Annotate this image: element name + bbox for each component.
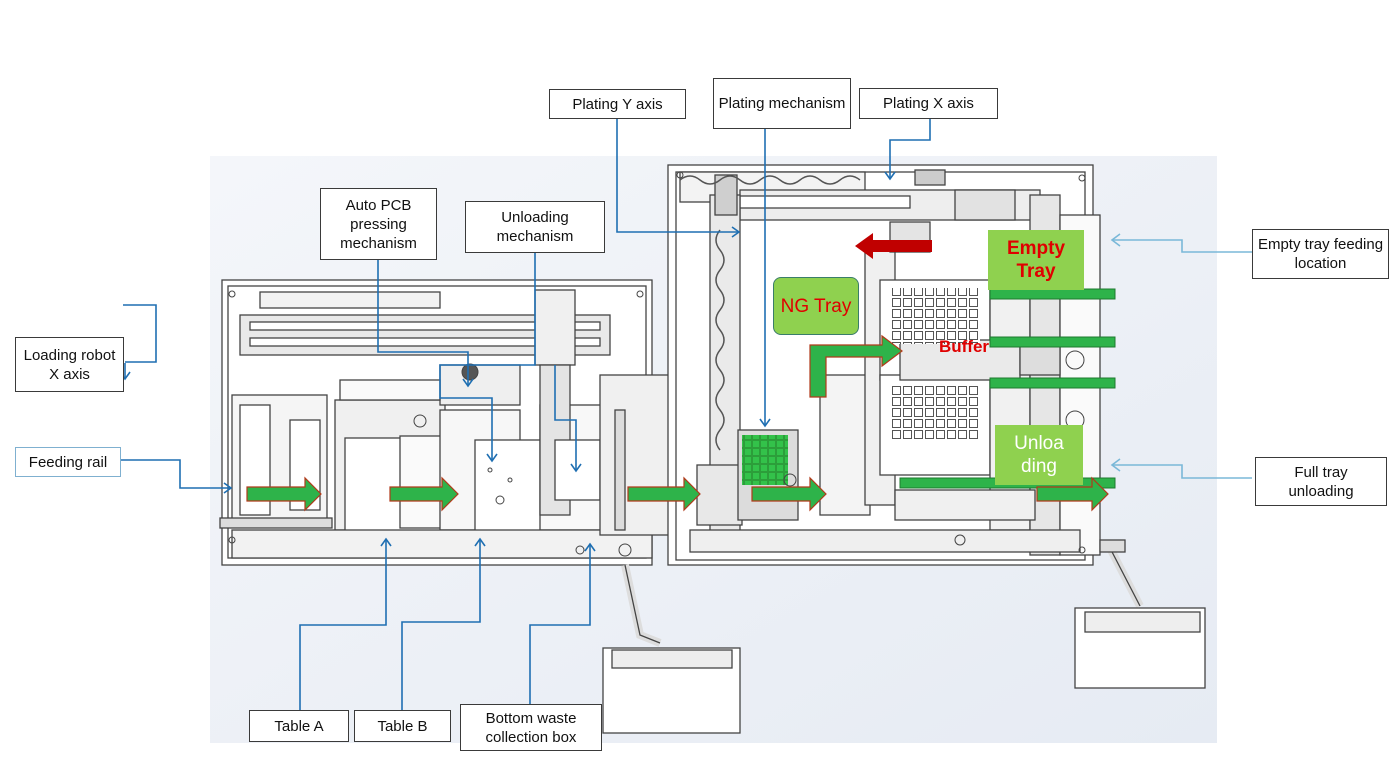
label-auto-pcb-pressing: Auto PCB pressing mechanism bbox=[320, 188, 437, 260]
right-machine-bolts bbox=[676, 171, 1086, 554]
flow-arrow bbox=[1036, 476, 1109, 512]
flow-arrow bbox=[246, 476, 322, 512]
upper-tray-grid bbox=[892, 288, 980, 344]
waste-box-right bbox=[1074, 539, 1206, 689]
tag-buffer: Buffer bbox=[938, 336, 990, 356]
flow-arrow bbox=[627, 476, 701, 512]
label-table-a: Table A bbox=[249, 710, 349, 742]
callout-lines bbox=[120, 118, 931, 718]
label-feeding-rail: Feeding rail bbox=[15, 447, 121, 477]
callout-arrowheads-light bbox=[1110, 233, 1121, 472]
label-plating-y-axis: Plating Y axis bbox=[549, 89, 686, 119]
tag-empty-tray: Empty Tray bbox=[988, 230, 1084, 290]
flow-arrow bbox=[751, 476, 827, 512]
label-empty-tray-feeding-location: Empty tray feeding location bbox=[1252, 229, 1389, 279]
flow-arrows bbox=[246, 334, 1109, 512]
label-loading-robot-x-axis: Loading robot X axis bbox=[15, 337, 124, 392]
label-table-b: Table B bbox=[354, 710, 451, 742]
red-arrow bbox=[855, 233, 932, 259]
label-unloading-mechanism: Unloading mechanism bbox=[465, 201, 605, 253]
flow-arrow bbox=[389, 476, 459, 512]
waste-box-left bbox=[602, 564, 741, 734]
label-bottom-waste-collection-box: Bottom waste collection box bbox=[460, 704, 602, 751]
plating-grid bbox=[742, 435, 788, 485]
label-plating-x-axis: Plating X axis bbox=[859, 88, 998, 119]
chain-track bbox=[679, 175, 861, 451]
callout-lines-light bbox=[1112, 239, 1252, 479]
label-full-tray-unloading: Full tray unloading bbox=[1255, 457, 1387, 506]
callout-arrowheads bbox=[119, 171, 896, 552]
tag-ng-tray: NG Tray bbox=[773, 277, 859, 335]
flow-arrow-bent bbox=[809, 334, 903, 398]
lower-tray-grid bbox=[892, 385, 980, 441]
left-machine-frame bbox=[219, 279, 696, 566]
tag-unloading: Unloa ding bbox=[995, 425, 1083, 485]
left-machine-bolts bbox=[228, 290, 644, 557]
label-plating-mechanism: Plating mechanism bbox=[713, 78, 851, 129]
